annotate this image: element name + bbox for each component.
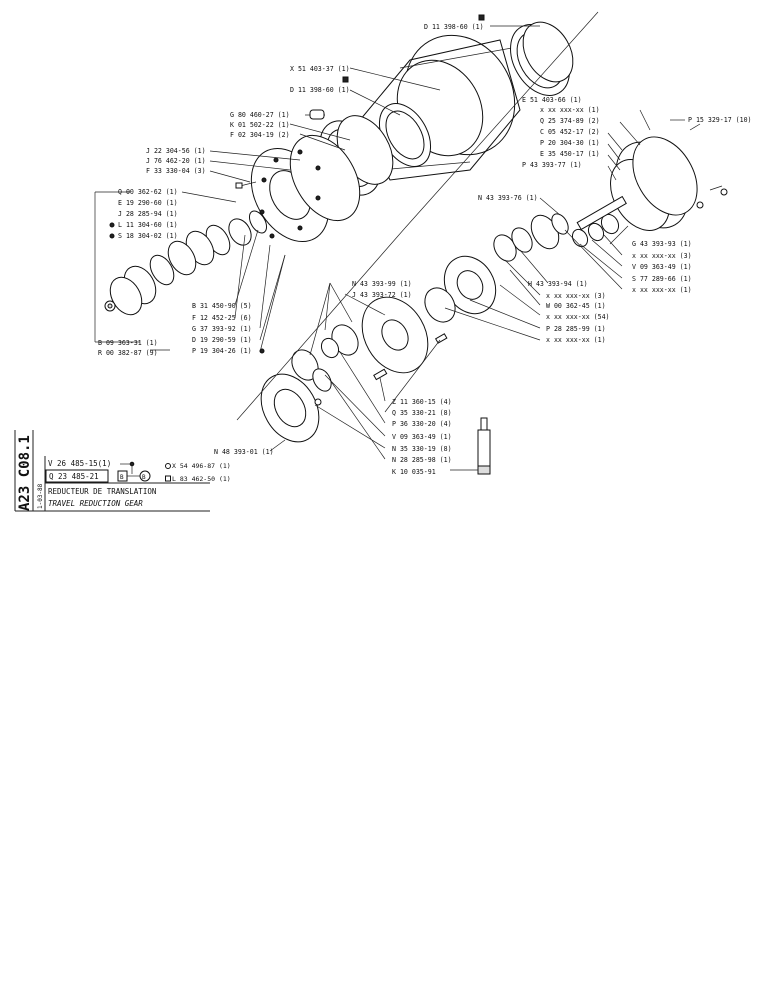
right-end-cover — [610, 123, 728, 231]
part-label: R 00 382-87 (9) — [98, 349, 158, 357]
part-label: X 51 403-37 (1) — [290, 65, 350, 73]
part-label: Q 25 374-89 (2) — [540, 117, 600, 125]
part-label: F 33 330-04 (3) — [146, 167, 206, 175]
part-label: S 18 304-02 (1) — [118, 232, 178, 240]
part-label: L 11 304-60 (1) — [118, 221, 178, 229]
part-label: G 43 393-93 (1) — [632, 240, 692, 248]
ref-q-mark: B — [120, 474, 124, 481]
part-label: H 43 393-94 (1) — [528, 280, 588, 288]
part-label: x xx xxx-xx (1) — [540, 106, 600, 114]
part-label: P 36 330-20 (4) — [392, 420, 452, 428]
part-label: F 02 304-19 (2) — [230, 131, 290, 139]
part-label: Q 00 362-62 (1) — [118, 188, 178, 196]
part-label: D 11 398-60 (1) — [290, 86, 350, 94]
flange-hub — [235, 134, 361, 243]
ref-q-mark-circled: B — [142, 474, 146, 481]
dot-marker-icon — [109, 222, 115, 228]
ref-q: Q 23 485-21 — [49, 472, 99, 481]
part-label: D 19 290-59 (1) — [192, 336, 252, 344]
middle-bearing-ring — [378, 103, 432, 167]
option-l: L 83 462-50 (1) — [172, 475, 231, 483]
part-label: K 01 502-22 (1) — [230, 121, 290, 129]
part-label: E 19 290-60 (1) — [118, 199, 178, 207]
revision-date: 1-03-88 — [37, 483, 44, 509]
part-label: x xx xxx-xx (3) — [546, 292, 606, 300]
part-label: J 28 285-94 (1) — [118, 210, 178, 218]
part-label: D 11 398-60 (1) — [424, 23, 484, 31]
part-label: C 05 452-17 (2) — [540, 128, 600, 136]
part-label: V 09 363-49 (1) — [632, 263, 692, 271]
shim-pack-icon — [309, 109, 325, 120]
part-label: S 77 289-66 (1) — [632, 275, 692, 283]
part-label: P 19 304-26 (1) — [192, 347, 252, 355]
part-label: x xx xxx-xx (1) — [632, 286, 692, 294]
title-english: TRAVEL REDUCTION GEAR — [48, 499, 143, 508]
part-label: x xx xxx-xx (1) — [546, 336, 606, 344]
part-label: P 28 285-99 (1) — [546, 325, 606, 333]
part-label: V 09 363-49 (1) — [392, 433, 452, 441]
part-label: B 31 450-90 (5) — [192, 302, 252, 310]
part-label: Z 11 360-15 (4) — [392, 398, 452, 406]
title-french: REDUCTEUR DE TRANSLATION — [48, 487, 156, 496]
part-label: E 51 403-66 (1) — [522, 96, 582, 104]
part-label: F 12 452-25 (6) — [192, 314, 252, 322]
part-label: x xx xxx-xx (3) — [632, 252, 692, 260]
leader-lines — [94, 25, 685, 471]
part-label: N 43 393-76 (1) — [478, 194, 538, 202]
dot-marker-icon — [259, 348, 265, 354]
ref-v: V 26 485-15(1) — [48, 459, 111, 468]
part-label: J 43 393-72 (1) — [352, 291, 412, 299]
planet-carrier — [291, 255, 497, 381]
square-marker-icon — [342, 76, 349, 83]
part-labels: D 11 398-60 (1) X 51 403-37 (1) D 11 398… — [98, 23, 752, 476]
part-label: Q 35 330-21 (8) — [392, 409, 452, 417]
part-label: J 22 304-56 (1) — [146, 147, 206, 155]
part-label: E 35 450-17 (1) — [540, 150, 600, 158]
part-label: J 76 462-20 (1) — [146, 157, 206, 165]
option-x: X 54 496-87 (1) — [172, 462, 231, 470]
part-label: P 20 304-30 (1) — [540, 139, 600, 147]
part-label: W 00 362-45 (1) — [546, 302, 606, 310]
left-bearing-stack — [104, 210, 268, 316]
part-label: G 37 393-92 (1) — [192, 325, 252, 333]
sealant-tube-icon — [477, 417, 491, 475]
top-bearing-ring — [510, 21, 574, 96]
page-code: A23 C08.1 — [17, 435, 33, 511]
part-label: P 15 329-17 (10) — [688, 116, 752, 124]
part-label: N 43 393-99 (1) — [352, 280, 412, 288]
dot-marker-icon — [109, 233, 115, 239]
part-label: x xx xxx-xx (54) — [546, 313, 610, 321]
part-label: N 28 285-98 (1) — [392, 456, 452, 464]
part-label: N 35 330-19 (8) — [392, 445, 452, 453]
square-marker-icon — [478, 14, 485, 21]
title-block: A23 C08.1 1-03-88 V 26 485-15(1) Q 23 48… — [14, 430, 231, 512]
part-label: K 10 035-91 — [392, 468, 436, 476]
part-label: G 80 460-27 (1) — [230, 111, 290, 119]
part-label: N 48 393-01 (1) — [214, 448, 274, 456]
part-label: P 43 393-77 (1) — [522, 161, 582, 169]
part-label: B 09 363-31 (1) — [98, 339, 158, 347]
sun-gear-assembly — [493, 195, 627, 262]
exploded-parts-diagram: D 11 398-60 (1) X 51 403-37 (1) D 11 398… — [14, 11, 752, 512]
output-flange — [260, 368, 332, 443]
